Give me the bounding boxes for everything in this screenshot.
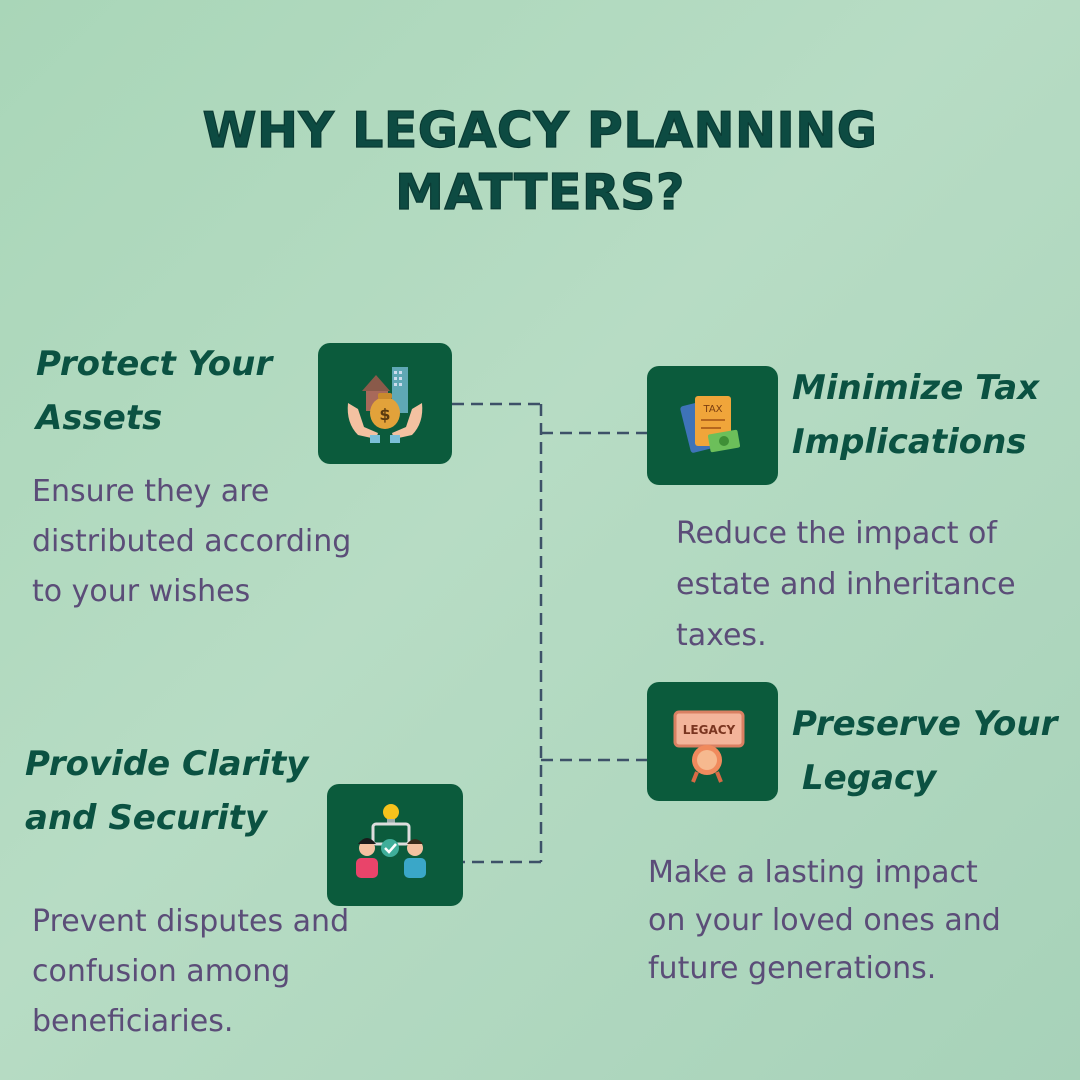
desc-line: estate and inheritance xyxy=(676,567,1016,602)
title-line-2: MATTERS? xyxy=(395,163,685,221)
desc-line: confusion among xyxy=(32,954,291,989)
desc-line: Prevent disputes and xyxy=(32,904,350,939)
tax-icon-label: TAX xyxy=(702,404,722,415)
legacy-certificate-seal-icon: LEGACY xyxy=(673,710,745,783)
desc-line: on your loved ones and xyxy=(648,903,1001,938)
desc-line: Make a lasting impact xyxy=(648,855,978,890)
desc-line: distributed according xyxy=(32,524,352,559)
hands-money-bag-house-icon: $ xyxy=(347,367,423,443)
people-agreement-lightbulb-icon xyxy=(356,804,426,878)
preserve-legacy-icon-box: LEGACY xyxy=(647,682,778,801)
legacy-icon-label: LEGACY xyxy=(683,723,736,737)
heading-line: Protect Your xyxy=(36,344,273,384)
clarity-security-icon-box xyxy=(327,784,463,906)
desc-line: to your wishes xyxy=(32,574,251,609)
desc-preserve-legacy: Make a lasting impact on your loved ones… xyxy=(648,849,1001,993)
heading-line: Legacy xyxy=(802,758,937,798)
protect-assets-icon-box: $ xyxy=(318,343,452,464)
desc-line: Reduce the impact of xyxy=(676,516,997,551)
desc-clarity-security: Prevent disputes and confusion among ben… xyxy=(32,897,349,1047)
page-title: WHY LEGACY PLANNING MATTERS? xyxy=(0,100,1080,224)
heading-preserve-legacy: Preserve Your Legacy xyxy=(792,697,1057,805)
heading-line: Provide Clarity xyxy=(25,744,309,784)
heading-minimize-tax: Minimize Tax Implications xyxy=(792,361,1039,469)
heading-line: and Security xyxy=(25,798,268,838)
desc-line: taxes. xyxy=(676,618,767,653)
heading-line: Preserve Your xyxy=(792,704,1058,744)
heading-protect-assets: Protect Your Assets xyxy=(36,337,272,445)
title-line-1: WHY LEGACY PLANNING xyxy=(202,101,878,159)
heading-clarity-security: Provide Clarity and Security xyxy=(25,737,308,845)
desc-protect-assets: Ensure they are distributed according to… xyxy=(32,467,351,617)
minimize-tax-icon-box: TAX xyxy=(647,366,778,485)
heading-line: Implications xyxy=(792,422,1027,462)
desc-line: Ensure they are xyxy=(32,474,270,509)
heading-line: Minimize Tax xyxy=(792,368,1040,408)
desc-minimize-tax: Reduce the impact of estate and inherita… xyxy=(676,508,1016,661)
svg-text:$: $ xyxy=(379,405,390,424)
tax-document-cash-icon: TAX xyxy=(680,396,741,453)
desc-line: future generations. xyxy=(648,951,937,986)
desc-line: beneficiaries. xyxy=(32,1004,234,1039)
heading-line: Assets xyxy=(36,398,163,438)
